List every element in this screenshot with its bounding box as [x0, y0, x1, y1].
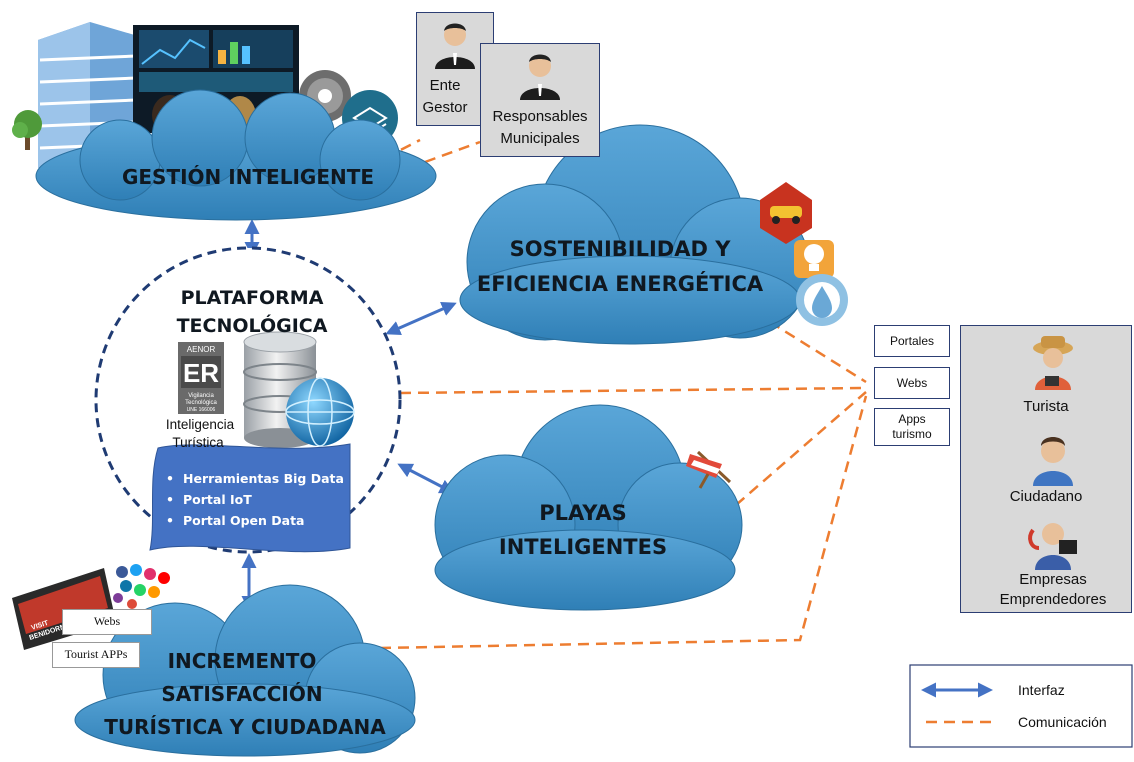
tools-list: Herramientas Big Data Portal IoT Portal …: [166, 471, 344, 534]
cloud-sostenibilidad: [459, 124, 811, 345]
ente-gestor-box: Ente Gestor: [416, 12, 494, 126]
cloud-gestion: [35, 89, 437, 221]
tree-icon: [12, 110, 42, 150]
platform-title-l2: TECNOLÓGICA: [177, 313, 328, 337]
arrow-platform-playas: [397, 463, 455, 494]
card-webs-label: Webs: [93, 614, 121, 628]
responsables-label-l2: Municipales: [500, 130, 580, 147]
user-empresas-label-l2: Emprendedores: [999, 591, 1107, 608]
cloud-incremento: [74, 584, 416, 757]
globe-icon: [285, 377, 355, 447]
cloud-gestion-title: GESTIÓN INTELIGENTE: [122, 165, 374, 189]
inteligencia-label-l2: Turística: [172, 435, 224, 450]
ente-label-l1: Ente: [429, 77, 461, 94]
channel-webs[interactable]: Webs: [874, 367, 950, 399]
tool-portal-iot[interactable]: Portal IoT: [166, 492, 344, 507]
aenor-sub-1: Vigilancia: [188, 393, 214, 399]
responsables-label-l1: Responsables: [492, 108, 588, 125]
tool-big-data[interactable]: Herramientas Big Data: [166, 471, 344, 486]
person-icon: [435, 23, 475, 69]
channel-portales-label: Portales: [889, 334, 935, 348]
beach-chair-icon: [686, 450, 732, 489]
cloud-sostenibilidad-title-l2: EFICIENCIA ENERGÉTICA: [477, 271, 764, 296]
car-icon: [760, 182, 812, 244]
tourist-icon: [1033, 336, 1073, 390]
comm-line-playas: [735, 391, 867, 506]
legend-comunicacion-label: Comunicación: [1018, 714, 1107, 730]
aenor-mark: ER: [183, 358, 219, 388]
cloud-incremento-title-l1: INCREMENTO: [168, 649, 317, 673]
user-ciudadano-label: Ciudadano: [1009, 488, 1083, 505]
arrow-platform-sostenibilidad: [385, 301, 457, 336]
cloud-incremento-title-l3: TURÍSTICA Y CIUDADANA: [104, 715, 386, 739]
comm-line-platform: [399, 386, 867, 395]
cloud-playas-title-l1: PLAYAS: [539, 501, 627, 525]
inteligencia-label-l1: Inteligencia: [166, 417, 235, 432]
aenor-badge: [178, 342, 224, 414]
user-turista-label: Turista: [1023, 398, 1069, 415]
responsables-box: Responsables Municipales: [480, 43, 600, 157]
users-panel: Turista Ciudadano Empresas Emprendedores: [960, 325, 1132, 613]
cloud-incremento-title-l2: SATISFACCIÓN: [161, 682, 322, 706]
card-tourist-apps[interactable]: Tourist APPs: [52, 642, 140, 668]
comm-line-responsables: [424, 140, 481, 164]
cloud-sostenibilidad-title-l1: SOSTENIBILIDAD Y: [510, 237, 732, 261]
cloud-playas: [434, 404, 743, 611]
card-webs[interactable]: Webs: [62, 609, 152, 635]
cloud-playas-title-l2: INTELIGENTES: [499, 535, 667, 559]
comm-line-sostenibilidad: [769, 320, 867, 384]
user-empresas-label-l1: Empresas: [1019, 571, 1087, 588]
citizen-icon: [1033, 437, 1073, 486]
channel-apps-label: Apps turismo: [892, 412, 932, 441]
social-media-icon: [113, 564, 170, 609]
aenor-sub-3: UNE 166006: [187, 407, 216, 413]
comm-line-incremento: [379, 395, 868, 650]
lightbulb-icon: [794, 240, 834, 278]
channel-portales[interactable]: Portales: [874, 325, 950, 357]
channel-webs-label: Webs: [896, 376, 928, 390]
aenor-sub-2: Tecnológica: [185, 400, 217, 406]
aenor-label: AENOR: [187, 345, 216, 354]
channel-apps[interactable]: Apps turismo: [874, 408, 950, 446]
person-icon: [520, 54, 560, 100]
business-icon: [1028, 523, 1077, 570]
legend-box: [909, 664, 1133, 748]
card-tourist-apps-label: Tourist APPs: [64, 647, 128, 661]
legend-interfaz-label: Interfaz: [1018, 682, 1065, 698]
ente-label-l2: Gestor: [422, 99, 468, 116]
platform-title-l1: PLATAFORMA: [181, 287, 324, 309]
water-drop-icon: [796, 274, 848, 326]
users-icons: [1028, 336, 1077, 570]
tool-open-data[interactable]: Portal Open Data: [166, 513, 344, 528]
